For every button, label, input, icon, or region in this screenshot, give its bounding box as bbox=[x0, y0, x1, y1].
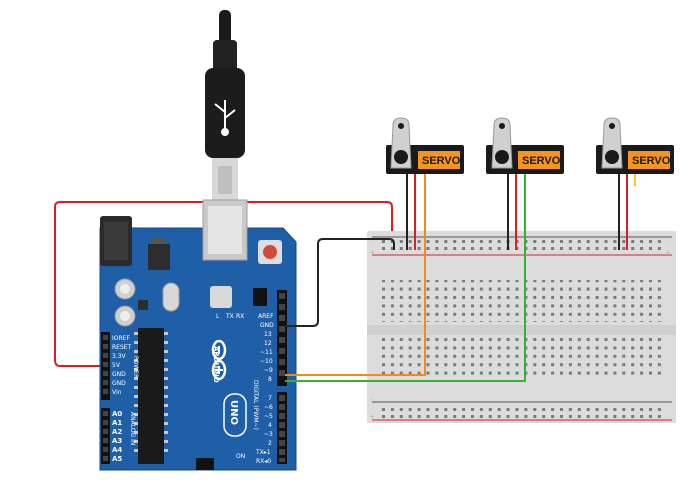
pin-label-aref: AREF bbox=[258, 313, 274, 320]
led-label-tx: TX bbox=[225, 313, 234, 320]
analog-in-label: ANALOG IN bbox=[129, 412, 136, 445]
svg-text:-: - bbox=[370, 239, 372, 245]
pin-label-2: 2 bbox=[268, 440, 272, 447]
servo-label: SERVO bbox=[522, 155, 561, 167]
digital-label: DIGITAL (PWM~) bbox=[252, 380, 259, 430]
pin-label-a0: A0 bbox=[112, 410, 122, 418]
arduino-board: IOREF RESET 3.3V 5V GND GND Vin POWER A0… bbox=[99, 199, 297, 471]
pin-label-11: ~11 bbox=[260, 349, 273, 356]
pin-label-a4: A4 bbox=[112, 446, 122, 454]
pin-label-9: ~9 bbox=[264, 367, 273, 374]
servo-motor: SERVO bbox=[596, 117, 674, 174]
pin-label-7: 7 bbox=[268, 395, 272, 402]
pin-label-gnd-digital: GND bbox=[260, 322, 274, 329]
pin-label-5v: 5V bbox=[112, 362, 121, 369]
servo-label: SERVO bbox=[632, 155, 671, 167]
pin-label-13: 13 bbox=[264, 331, 272, 338]
pin-label-gnd: GND bbox=[112, 371, 126, 378]
pin-label-vin: Vin bbox=[112, 389, 122, 396]
pin-label-ioref: IOREF bbox=[112, 335, 130, 342]
pin-label-gnd: GND bbox=[112, 380, 126, 387]
pin-label-10: ~10 bbox=[260, 358, 273, 365]
pin-label-6: ~6 bbox=[264, 404, 273, 411]
pin-label-5: ~5 bbox=[264, 413, 273, 420]
pin-label-rx0: RX◂0 bbox=[256, 458, 271, 465]
wire-pin9-orange bbox=[285, 174, 426, 376]
brand-label: ARDUINO bbox=[212, 346, 220, 383]
wire-gnd-black bbox=[285, 238, 395, 327]
pin-label-a1: A1 bbox=[112, 419, 122, 427]
wire-pin8-green bbox=[285, 174, 526, 382]
wire-5v-red bbox=[54, 201, 393, 367]
power-label: POWER bbox=[132, 356, 139, 378]
svg-text:+: + bbox=[370, 414, 374, 420]
svg-text:-: - bbox=[666, 239, 668, 245]
svg-text:+: + bbox=[666, 250, 670, 256]
pin-label-a5: A5 bbox=[112, 455, 122, 463]
svg-text:+: + bbox=[370, 250, 374, 256]
pin-label-reset: RESET bbox=[112, 344, 132, 351]
crystal bbox=[162, 282, 180, 312]
pin-label-a2: A2 bbox=[112, 428, 122, 436]
usb-cable bbox=[205, 10, 245, 200]
pin-label-tx1: TX▸1 bbox=[255, 449, 271, 456]
pin-label-8: 8 bbox=[268, 376, 272, 383]
svg-text:-: - bbox=[370, 397, 372, 403]
pin-label-a3: A3 bbox=[112, 437, 122, 445]
pin-label-3: ~3 bbox=[264, 431, 273, 438]
servo-motor: SERVO bbox=[486, 117, 564, 174]
usb-icon bbox=[214, 100, 236, 136]
analog-header bbox=[101, 408, 110, 464]
led-label-l: L bbox=[216, 313, 220, 320]
led-label-rx: RX bbox=[236, 313, 244, 320]
servo-motor: SERVO bbox=[386, 117, 464, 174]
model-label: UNO bbox=[228, 400, 239, 425]
pin-label-3v3: 3.3V bbox=[112, 353, 127, 360]
led-label-on: ON bbox=[236, 453, 245, 460]
arduino-logo bbox=[211, 339, 227, 381]
pin-label-12: 12 bbox=[264, 340, 272, 347]
microcontroller-chip bbox=[138, 328, 164, 464]
breadboard: - + - + - + bbox=[367, 231, 676, 423]
servo-label: SERVO bbox=[422, 155, 461, 167]
pin-label-4: 4 bbox=[268, 422, 272, 429]
